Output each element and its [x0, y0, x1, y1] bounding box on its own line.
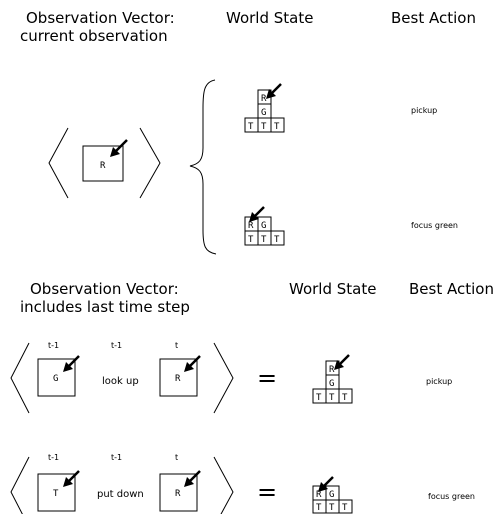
- block-g: G: [261, 108, 266, 118]
- current-observation-letter: R: [175, 374, 181, 384]
- prev-action-label: look up: [102, 376, 139, 387]
- top-headers: Observation Vector: current observation …: [20, 9, 476, 45]
- observation-letter: R: [100, 161, 106, 171]
- top-world-header: World State: [226, 9, 313, 27]
- gripper-arrow-icon: [110, 139, 128, 157]
- gripper-arrow-icon: [184, 355, 201, 372]
- prev-observation-letter: T: [53, 489, 59, 499]
- top-obs-header-line1: Observation Vector:: [26, 9, 175, 27]
- gripper-arrow-icon: [334, 354, 350, 370]
- block-t: T: [274, 122, 280, 132]
- bottom-obs-header-line1: Observation Vector:: [30, 280, 179, 298]
- time-label: t: [175, 341, 178, 350]
- right-angle-bracket: [139, 127, 161, 199]
- time-label: t-1: [48, 341, 59, 350]
- best-action-label: pickup: [426, 377, 452, 386]
- bottom-row-2: t-1 t-1 t T put down R = R G T T T: [10, 453, 475, 514]
- block-t: T: [316, 503, 322, 513]
- time-label: t: [175, 453, 178, 462]
- right-angle-bracket: [213, 456, 234, 514]
- equals-sign: =: [257, 364, 277, 392]
- bottom-action-header: Best Action: [409, 280, 494, 298]
- time-label: t-1: [111, 341, 122, 350]
- block-g: G: [261, 221, 266, 231]
- left-angle-bracket: [48, 127, 69, 199]
- top-action-header: Best Action: [391, 9, 476, 27]
- gripper-arrow-icon: [249, 206, 265, 222]
- block-t: T: [261, 235, 267, 245]
- top-obs-header-line2: current observation: [20, 27, 168, 45]
- bottom-world-header: World State: [289, 280, 376, 298]
- block-t: T: [329, 393, 335, 403]
- gripper-arrow-icon: [63, 470, 80, 487]
- gripper-arrow-icon: [318, 476, 334, 492]
- block-r: R: [248, 221, 254, 231]
- right-angle-bracket: [213, 342, 234, 414]
- curly-brace: [189, 79, 217, 255]
- best-action-label: focus green: [428, 492, 475, 501]
- top-world-state-1: R G T T T: [244, 83, 285, 133]
- block-r: R: [329, 365, 335, 375]
- time-label: t-1: [111, 453, 122, 462]
- block-r: R: [261, 94, 267, 104]
- block-g: G: [329, 490, 334, 500]
- bottom-obs-header-line2: includes last time step: [20, 298, 190, 316]
- block-t: T: [248, 122, 254, 132]
- block-g: G: [329, 379, 334, 389]
- top-action-2: focus green: [411, 221, 458, 230]
- top-action-1: pickup: [411, 106, 437, 115]
- block-t: T: [342, 503, 348, 513]
- top-observation-vector: R: [48, 127, 161, 199]
- gripper-arrow-icon: [63, 355, 80, 372]
- time-label: t-1: [48, 453, 59, 462]
- block-t: T: [261, 122, 267, 132]
- prev-observation-letter: G: [53, 374, 58, 384]
- bottom-row-1: t-1 t-1 t G look up R = R G T T T: [10, 341, 452, 414]
- block-r: R: [316, 490, 322, 500]
- gripper-arrow-icon: [266, 83, 282, 99]
- current-observation-letter: R: [175, 489, 181, 499]
- equals-sign: =: [257, 478, 277, 506]
- block-t: T: [248, 235, 254, 245]
- bottom-headers: Observation Vector: includes last time s…: [20, 280, 494, 316]
- left-angle-bracket: [10, 456, 30, 514]
- prev-action-label: put down: [97, 489, 144, 500]
- block-t: T: [274, 235, 280, 245]
- block-t: T: [316, 393, 322, 403]
- left-angle-bracket: [10, 342, 30, 414]
- top-world-state-2: R G T T T: [244, 206, 285, 246]
- block-t: T: [329, 503, 335, 513]
- block-t: T: [342, 393, 348, 403]
- gripper-arrow-icon: [184, 470, 201, 487]
